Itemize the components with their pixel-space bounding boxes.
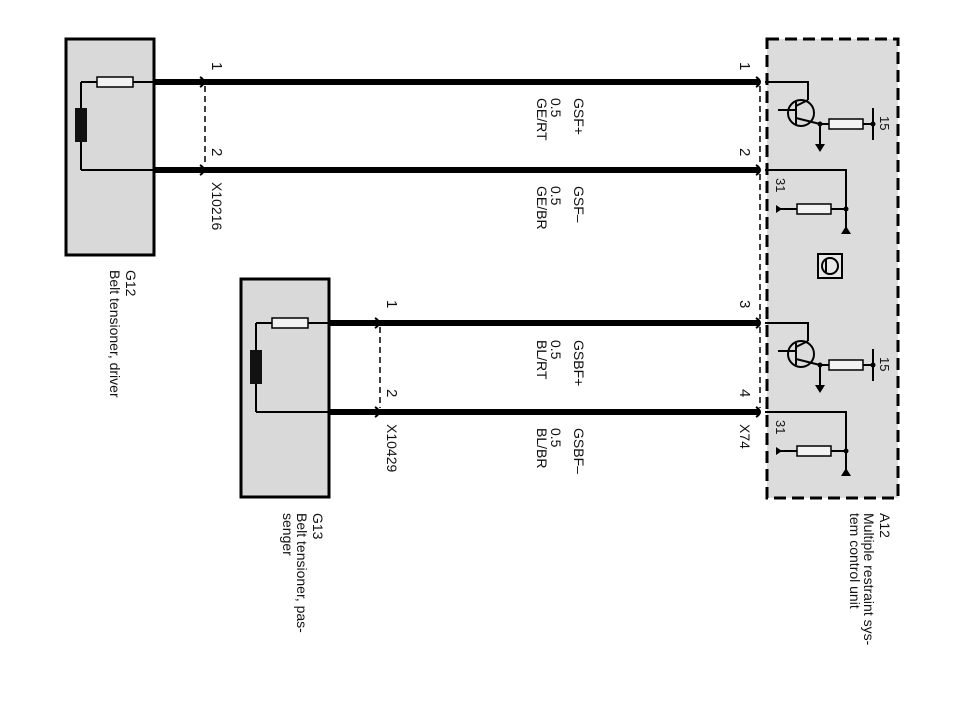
connector-x10429-label: X10429	[384, 424, 400, 472]
wire-2-color: GE/BR	[534, 186, 550, 230]
wire-4-signal: GSBF–	[571, 428, 587, 474]
ground-icon	[841, 226, 851, 234]
pin-x10216-1: 1	[208, 62, 225, 70]
connector-x74-label: X74	[737, 424, 753, 449]
wire-1-color: GE/RT	[534, 98, 550, 141]
pin-x74-4: 4	[736, 389, 753, 397]
pin-x10216-2: 2	[208, 148, 225, 156]
transistor-icon	[787, 99, 815, 127]
resistor-icon	[271, 317, 309, 329]
a12-name-line1: Multiple restraint sys-	[861, 513, 877, 646]
ground-icon	[841, 468, 851, 476]
pin-hooks	[199, 76, 761, 418]
pin-x10429-2: 2	[383, 389, 400, 397]
wire-3-size: 0.5	[548, 340, 564, 360]
resistor-icon	[96, 76, 134, 88]
pin-x10429-1: 1	[383, 300, 400, 308]
wire-1-size: 0.5	[548, 98, 564, 118]
pin-x74-1: 1	[736, 62, 753, 70]
terminal-31-lower: 31	[773, 420, 788, 434]
arrow-down-icon	[815, 385, 825, 393]
resistor-icon	[828, 359, 864, 371]
terminal-31-upper: 31	[773, 178, 788, 192]
transistor-icon	[787, 340, 815, 368]
g13-id: G13	[310, 513, 326, 540]
pin-x74-3: 3	[736, 300, 753, 308]
terminal-15-upper: 15	[877, 116, 892, 130]
wire-2-size: 0.5	[548, 186, 564, 206]
terminal-15-lower: 15	[877, 357, 892, 371]
resistor-icon	[796, 203, 832, 215]
connector-x10216-label: X10216	[209, 182, 225, 230]
component-g12[interactable]	[64, 37, 156, 257]
g12-name: Belt tensioner, driver	[107, 270, 123, 398]
squib-icon	[75, 108, 87, 142]
arrow-down-icon	[815, 144, 825, 152]
resistor-icon	[796, 445, 832, 457]
g13-name-line2: senger	[280, 513, 296, 556]
wire-1-signal: GSF+	[571, 98, 587, 135]
g12-id: G12	[123, 270, 139, 297]
a12-id: A12	[877, 513, 893, 538]
resistor-icon	[828, 118, 864, 130]
wire-4-size: 0.5	[548, 428, 564, 448]
a12-circuit-lower	[765, 322, 876, 476]
a12-circuit-upper	[765, 81, 876, 234]
g13-name-line1: Belt tensioner, pas-	[294, 513, 310, 633]
wire-3-signal: GSBF+	[571, 340, 587, 386]
a12-name-line2: tem control unit	[847, 513, 863, 609]
component-g13[interactable]	[239, 277, 331, 499]
squib-icon	[250, 350, 262, 384]
module-symbol-icon	[817, 253, 843, 279]
wire-2-signal: GSF–	[571, 186, 587, 223]
wire-4-color: BL/BR	[534, 428, 550, 468]
pin-x74-2: 2	[736, 148, 753, 156]
wire-3-color: BL/RT	[534, 340, 550, 380]
